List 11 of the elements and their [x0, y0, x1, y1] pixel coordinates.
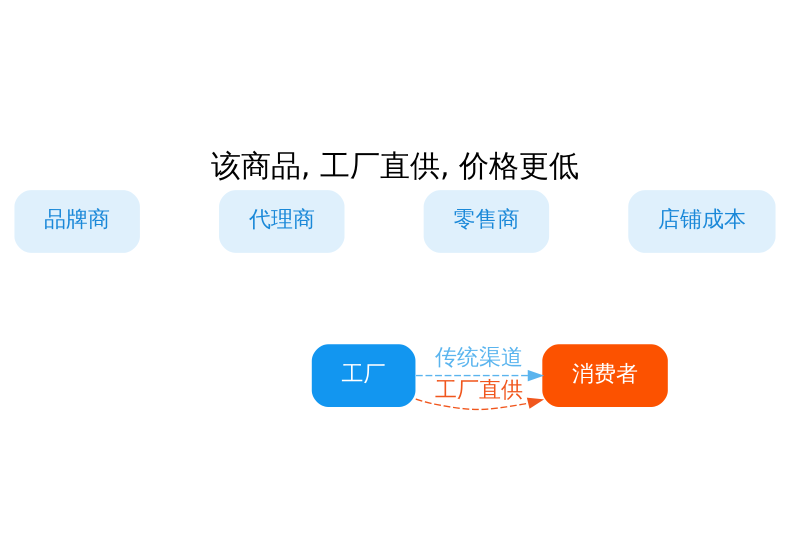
- edge-label: 工厂直供: [434, 378, 523, 404]
- edge-label: 传统渠道: [434, 345, 523, 370]
- node-box: 工厂: [312, 344, 416, 407]
- arrow: [416, 370, 544, 382]
- node-box: 代理商: [219, 190, 345, 253]
- diagram-title: 该商品, 工厂直供, 价格更低: [210, 148, 580, 184]
- node-box: 消费者: [542, 344, 668, 407]
- node-box: 品牌商: [14, 190, 140, 253]
- arrow: [416, 398, 544, 410]
- node-box: 零售商: [424, 190, 550, 253]
- node-box: 店铺成本: [628, 190, 776, 253]
